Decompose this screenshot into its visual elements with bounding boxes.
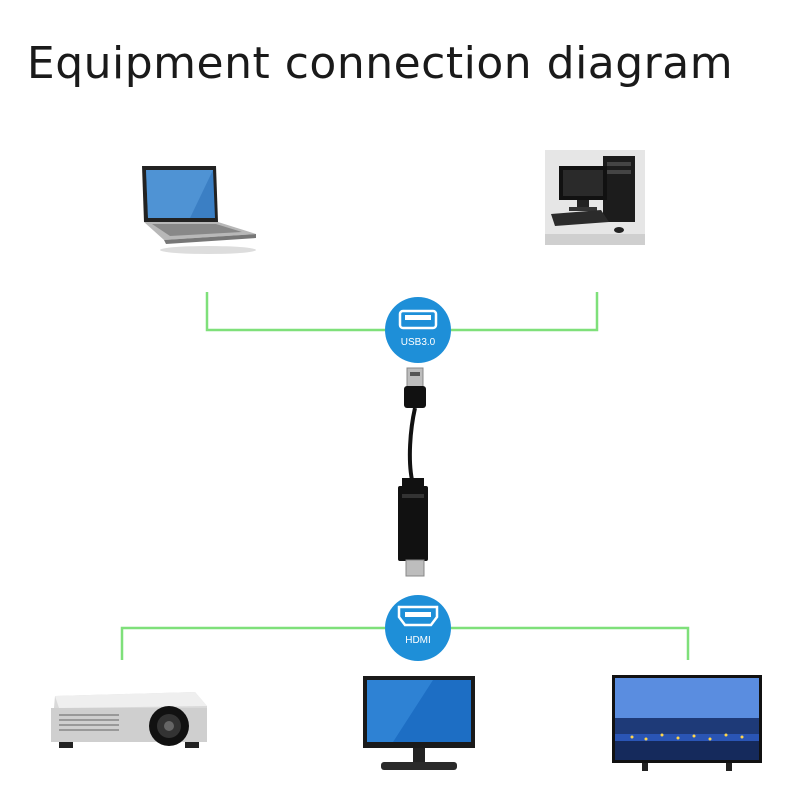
television-icon [612, 675, 762, 771]
monitor-icon [363, 676, 475, 770]
usb-connector-line-right [451, 292, 599, 332]
hdmi-label: HDMI [405, 635, 431, 646]
usb-connector-line-left [205, 292, 385, 332]
hdmi-connector-line-right [451, 626, 690, 660]
usb3-label: USB3.0 [400, 337, 436, 348]
diagram-title: Equipment connection diagram [26, 38, 734, 89]
hdmi-connector-line-left [120, 626, 385, 660]
usb-port-icon [398, 309, 438, 330]
hdmi-port-icon [397, 605, 439, 627]
desktop-computer-icon [545, 150, 645, 245]
usb3-badge: USB3.0 [385, 297, 451, 363]
laptop-icon [142, 166, 256, 254]
usb-to-hdmi-adapter-cable [398, 367, 428, 577]
hdmi-badge: HDMI [385, 595, 451, 661]
projector-icon [51, 692, 207, 748]
